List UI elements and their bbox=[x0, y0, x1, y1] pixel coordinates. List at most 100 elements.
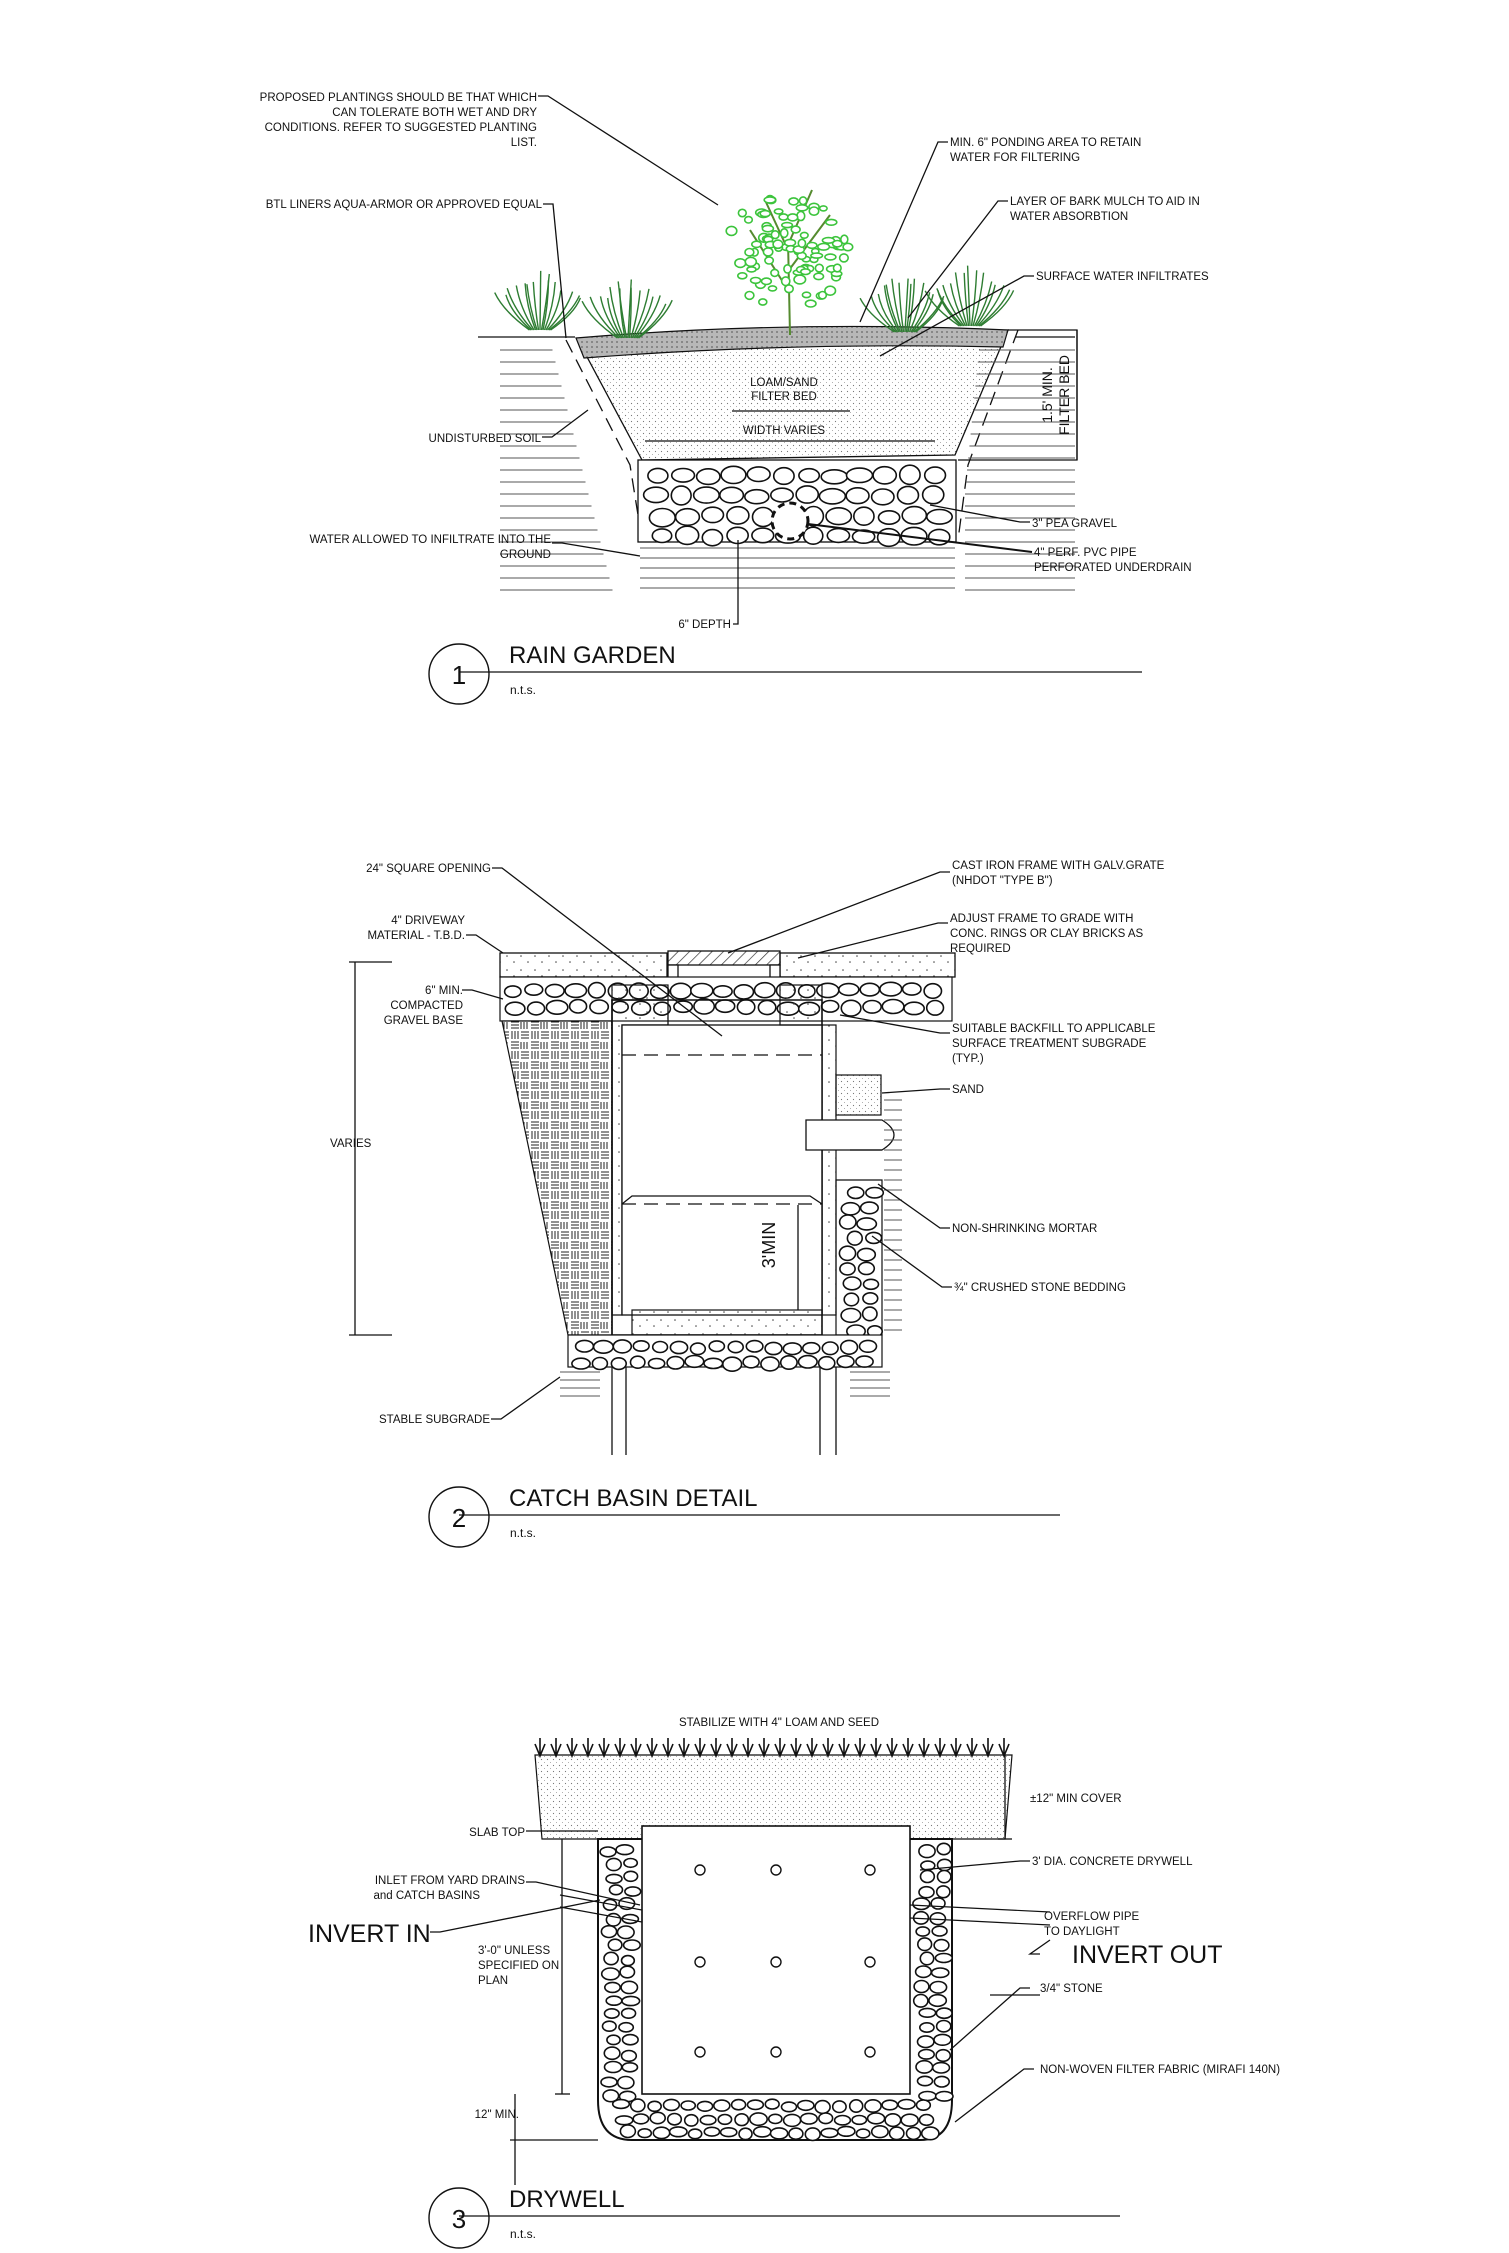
stone bbox=[840, 1201, 861, 1216]
stone bbox=[745, 1339, 764, 1353]
seed-arrow bbox=[982, 1738, 994, 1759]
stone bbox=[764, 2098, 780, 2110]
label-slab-top: SLAB TOP bbox=[469, 1827, 525, 1839]
leaf bbox=[799, 268, 811, 276]
seed-arrow bbox=[806, 1738, 818, 1759]
detail-scale: n.t.s. bbox=[510, 683, 536, 697]
stone bbox=[796, 2099, 815, 2112]
drywell-hole bbox=[864, 1864, 876, 1876]
leaf bbox=[818, 205, 828, 212]
stone bbox=[669, 982, 692, 1000]
stone bbox=[526, 1001, 546, 1016]
stone bbox=[795, 485, 820, 504]
label-infiltrate-1: WATER ALLOWED TO INFILTRATE INTO THE bbox=[309, 534, 551, 546]
stone bbox=[936, 1842, 952, 1856]
stone bbox=[780, 2101, 798, 2113]
label-unless-1: 3'-0" UNLESS bbox=[478, 1945, 550, 1957]
stone bbox=[915, 1926, 931, 1937]
grass-blade bbox=[911, 294, 934, 333]
label-gravel-base-1: 6" MIN. bbox=[425, 985, 463, 997]
label-overflow-2: TO DAYLIGHT bbox=[1044, 1926, 1120, 1938]
stone bbox=[916, 2075, 934, 2087]
leaf bbox=[764, 256, 775, 265]
stone bbox=[623, 1870, 639, 1883]
driveway-left bbox=[499, 952, 668, 978]
label-varies: VARIES bbox=[330, 1138, 372, 1150]
stone bbox=[859, 1201, 880, 1215]
stone bbox=[592, 1339, 615, 1354]
stone bbox=[798, 467, 821, 484]
stone bbox=[877, 509, 901, 525]
grass-blade bbox=[978, 289, 1011, 327]
stone bbox=[840, 999, 862, 1017]
stone bbox=[610, 1356, 627, 1371]
stone bbox=[846, 1230, 863, 1246]
label-plantings-1: PROPOSED PLANTINGS SHOULD BE THAT WHICH bbox=[260, 92, 537, 104]
stone bbox=[888, 2126, 905, 2141]
leaf bbox=[838, 253, 850, 263]
label-unless-2: SPECIFIED ON bbox=[478, 1960, 559, 1972]
driveway-right bbox=[779, 952, 956, 978]
stone bbox=[914, 1965, 933, 1979]
leaf bbox=[786, 213, 799, 222]
seed-arrow bbox=[550, 1738, 562, 1759]
leaf bbox=[806, 241, 818, 250]
grass-blade bbox=[631, 288, 650, 339]
grass-blade bbox=[972, 272, 985, 327]
stone bbox=[782, 1342, 803, 1356]
stable-subgrade bbox=[560, 1099, 902, 1397]
stone bbox=[862, 1292, 879, 1305]
stone bbox=[605, 1995, 623, 2006]
drywell-hole bbox=[770, 1864, 782, 1876]
stone bbox=[836, 2125, 856, 2138]
outlet-pipe bbox=[805, 1119, 895, 1151]
grass-blade bbox=[617, 281, 628, 339]
stone bbox=[752, 2125, 772, 2138]
leaf bbox=[762, 247, 774, 257]
stone bbox=[799, 2112, 819, 2125]
stone bbox=[935, 1885, 951, 1899]
stone bbox=[839, 1262, 856, 1276]
grass-plants bbox=[494, 265, 1015, 339]
stone bbox=[772, 466, 795, 486]
stone bbox=[621, 1995, 641, 2007]
leaf bbox=[842, 242, 854, 252]
seed-arrow bbox=[902, 1738, 914, 1759]
label-liners: BTL LINERS AQUA-ARMOR OR APPROVED EQUAL bbox=[266, 199, 543, 211]
stone bbox=[866, 2112, 886, 2125]
leaf bbox=[824, 218, 838, 227]
stone bbox=[930, 1967, 950, 1979]
stone bbox=[614, 2115, 634, 2126]
leaf bbox=[814, 263, 824, 273]
grass-blade bbox=[627, 279, 632, 339]
stone bbox=[855, 2128, 871, 2139]
label-filter-bed-2: FILTER BED bbox=[1056, 355, 1072, 435]
label-12-min: 12" MIN. bbox=[475, 2109, 519, 2121]
seed-arrow bbox=[710, 1738, 722, 1759]
label-frame-1: CAST IRON FRAME WITH GALV.GRATE bbox=[952, 860, 1165, 872]
stone bbox=[757, 999, 777, 1016]
stone bbox=[821, 1341, 839, 1356]
stone bbox=[733, 984, 755, 1000]
stone bbox=[503, 985, 522, 999]
label-depth: 6" DEPTH bbox=[678, 619, 731, 631]
stone bbox=[846, 1186, 865, 1200]
detail-scale: n.t.s. bbox=[510, 1526, 536, 1540]
stone bbox=[637, 2128, 653, 2139]
stone bbox=[727, 1340, 745, 1354]
stone bbox=[925, 508, 953, 525]
stone bbox=[616, 2075, 635, 2090]
stone bbox=[923, 982, 943, 1000]
stone bbox=[751, 506, 775, 528]
stone bbox=[916, 1937, 933, 1952]
stone bbox=[842, 1276, 862, 1291]
stone bbox=[918, 2090, 937, 2102]
detail-number: 3 bbox=[452, 2204, 466, 2234]
label-adjust-1: ADJUST FRAME TO GRADE WITH bbox=[950, 913, 1133, 925]
stone bbox=[674, 507, 701, 527]
stone bbox=[837, 982, 860, 997]
stone bbox=[918, 2007, 937, 2019]
grass-blade bbox=[910, 292, 931, 333]
grass-blade bbox=[638, 299, 673, 339]
stone bbox=[928, 1993, 948, 2008]
